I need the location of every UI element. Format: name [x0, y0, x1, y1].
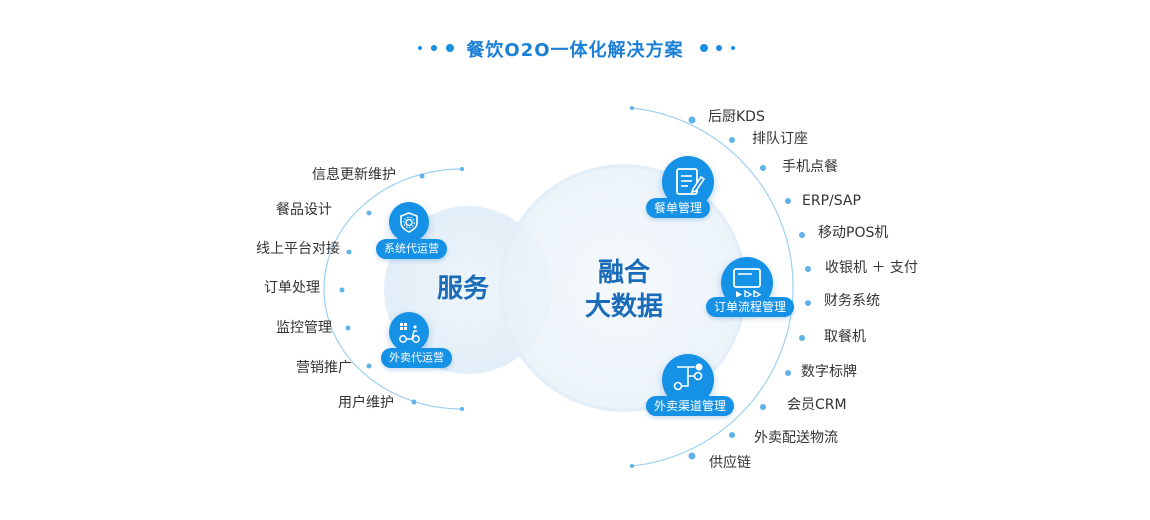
right-item: 排队订座: [752, 131, 808, 147]
arc-dot: [805, 300, 811, 306]
arc-dot: [688, 452, 696, 460]
arc-dot: [729, 137, 735, 143]
right-item: 后厨KDS: [708, 109, 765, 125]
arc-dot: [411, 399, 417, 405]
arc-dot: [799, 335, 805, 341]
right-arc: [631, 107, 794, 467]
left-item: 营销推广: [296, 360, 352, 376]
arc-dot: [729, 432, 735, 438]
arc-dot: [345, 325, 351, 331]
bigdata-circle: [499, 164, 747, 412]
title-dots-left: [418, 44, 458, 52]
right-arc-dots: [630, 106, 811, 468]
left-item: 线上平台对接: [256, 241, 340, 257]
right-item: 收银机 ＋ 支付: [825, 260, 918, 276]
right-item: 取餐机: [824, 329, 866, 345]
left-item: 监控管理: [276, 320, 332, 336]
title-dots-right: [700, 44, 740, 52]
right-item: 手机点餐: [782, 159, 838, 175]
arc-dot: [366, 210, 372, 216]
arc-dot: [419, 173, 425, 179]
right-item: 外卖配送物流: [754, 430, 838, 446]
right-item: ERP/SAP: [802, 193, 861, 209]
service-label: 服务: [436, 274, 489, 304]
arc-dot: [366, 363, 372, 369]
badge-delivery-ops[interactable]: 外卖代运营: [381, 348, 452, 368]
bigdata-label-line2: 大数据: [584, 292, 663, 322]
right-item: 移动POS机: [818, 225, 889, 241]
left-arc: [323, 168, 463, 410]
right-item: 数字标牌: [801, 364, 857, 380]
arc-dot: [688, 116, 696, 124]
gear-shield-icon: [389, 202, 429, 242]
right-item: 会员CRM: [787, 397, 847, 413]
left-arc-dots: [339, 167, 464, 411]
badge-system-ops[interactable]: 系统代运营: [376, 239, 447, 259]
arc-dot: [760, 165, 766, 171]
left-item: 订单处理: [264, 280, 320, 296]
arc-dot: [785, 198, 791, 204]
scooter-icon: [389, 312, 429, 352]
bigdata-label-line1: 融合: [597, 258, 650, 288]
arc-dot: [805, 266, 811, 272]
left-item: 餐品设计: [276, 202, 332, 218]
badge-menu-mgmt[interactable]: 餐单管理: [646, 198, 711, 218]
arc-dot: [460, 167, 464, 171]
badge-channel-mgmt[interactable]: 外卖渠道管理: [646, 396, 735, 416]
arc-dot: [785, 370, 791, 376]
left-item: 信息更新维护: [312, 167, 396, 183]
arc-dot: [346, 249, 352, 255]
arc-dot: [630, 464, 634, 468]
right-item: 供应链: [709, 455, 751, 471]
arc-dot: [339, 287, 345, 293]
arc-dot: [630, 106, 634, 110]
arc-dot: [760, 404, 766, 410]
left-item: 用户维护: [338, 395, 394, 411]
arc-dot: [460, 407, 464, 411]
badge-order-flow[interactable]: 订单流程管理: [706, 297, 795, 317]
right-item: 财务系统: [824, 293, 880, 309]
page-title: 餐饮O2O一体化解决方案: [466, 40, 684, 61]
arc-dot: [799, 232, 805, 238]
